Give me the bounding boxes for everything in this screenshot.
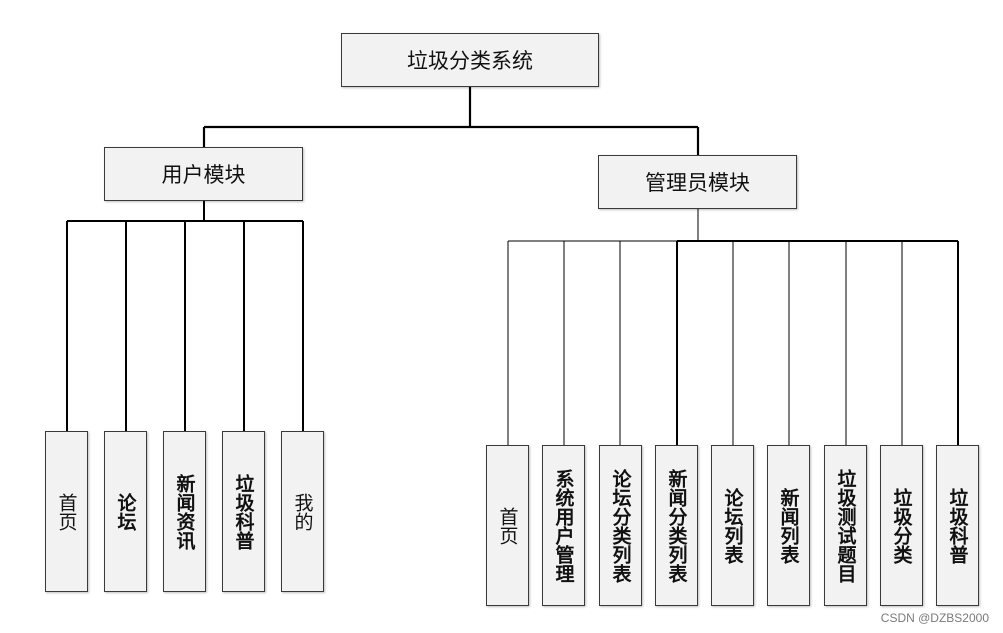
user-module-node: 用户模块	[104, 147, 303, 201]
admin-leaf-label: 垃圾测试题目	[834, 468, 857, 583]
admin-leaf-node: 论坛列表	[711, 445, 754, 606]
admin-leaf-node: 垃圾测试题目	[824, 445, 867, 606]
user-leaf-label: 首页	[55, 492, 78, 531]
user-leaf-node: 我的	[281, 431, 324, 592]
admin-leaf-node: 垃圾分类	[880, 445, 923, 606]
user-leaf-label: 新闻资讯	[173, 473, 196, 550]
user-leaf-label: 论坛	[114, 492, 137, 531]
admin-leaf-label: 论坛列表	[721, 487, 744, 564]
admin-leaf-node: 首页	[486, 445, 529, 606]
root-node-label: 垃圾分类系统	[407, 49, 533, 73]
admin-leaf-label: 垃圾科普	[946, 487, 969, 564]
root-node: 垃圾分类系统	[341, 33, 599, 87]
user-leaf-node: 新闻资讯	[163, 431, 206, 592]
user-leaf-node: 垃圾科普	[222, 431, 265, 592]
admin-module-node: 管理员模块	[598, 155, 797, 209]
admin-module-label: 管理员模块	[645, 171, 750, 195]
user-module-label: 用户模块	[161, 163, 246, 187]
user-leaf-label: 垃圾科普	[232, 473, 255, 550]
admin-leaf-label: 系统用户管理	[552, 468, 575, 583]
user-leaf-node: 论坛	[104, 431, 147, 592]
admin-leaf-label: 首页	[496, 506, 519, 545]
admin-leaf-node: 系统用户管理	[542, 445, 585, 606]
admin-leaf-node: 新闻分类列表	[655, 445, 698, 606]
admin-leaf-label: 论坛分类列表	[609, 468, 632, 583]
admin-leaf-node: 垃圾科普	[936, 445, 979, 606]
user-leaf-node: 首页	[45, 431, 88, 592]
admin-leaf-label: 新闻分类列表	[665, 468, 688, 583]
admin-leaf-label: 新闻列表	[777, 487, 800, 564]
watermark-text: CSDN @DZBS2000	[880, 611, 989, 625]
admin-leaf-label: 垃圾分类	[890, 487, 913, 564]
admin-leaf-node: 新闻列表	[767, 445, 810, 606]
admin-leaf-node: 论坛分类列表	[599, 445, 642, 606]
user-leaf-label: 我的	[291, 492, 314, 531]
